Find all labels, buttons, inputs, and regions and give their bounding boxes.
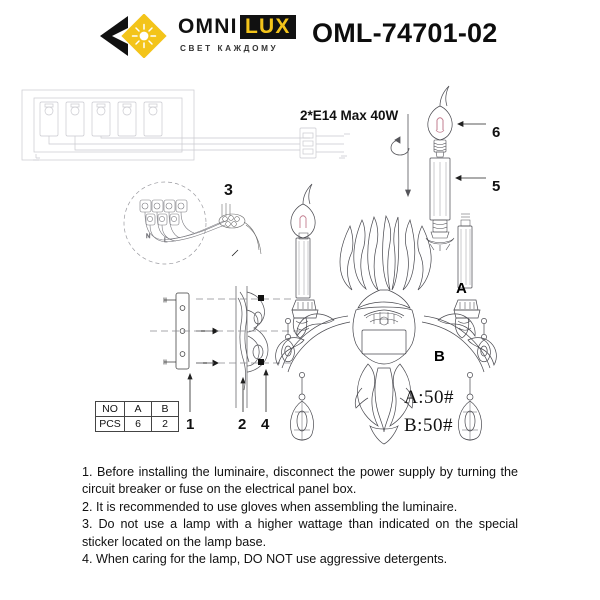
- table-cell: A: [124, 401, 152, 417]
- product-model-code: OML-74701-02: [312, 18, 498, 48]
- sconce-arm-left: [275, 183, 351, 373]
- table-cell: B: [151, 401, 179, 417]
- brand-wordmark: OMNI LUX СВЕТ КАЖДОМУ: [178, 15, 308, 59]
- svg-text:N: N: [146, 234, 150, 240]
- instruction-line-1: 1. Before installing the luminaire, disc…: [82, 465, 518, 497]
- wiring-detail: N L: [123, 181, 262, 265]
- table-row: PCS 6 2: [95, 416, 179, 432]
- instruction-line-4: 4. When caring for the lamp, DO NOT use …: [82, 552, 448, 567]
- callout-3: 3: [224, 182, 233, 199]
- table-cell: 2: [151, 416, 179, 432]
- wall-bracket-profile: [235, 286, 269, 408]
- page-header: OMNI LUX СВЕТ КАЖДОМУ OML-74701-02: [0, 0, 600, 78]
- alignment-markers: [258, 295, 264, 365]
- callout-5: 5: [492, 178, 501, 195]
- crystal-quantity-b: B:50#: [404, 415, 453, 436]
- electrical-panel-diagram: [21, 89, 350, 161]
- parts-table: NO A B PCS 6 2: [95, 401, 179, 432]
- sconce-backplate: [339, 215, 432, 445]
- crystal-label-b: B: [434, 348, 445, 365]
- brand-secondary-text: LUX: [240, 15, 296, 39]
- technical-drawing: N L: [0, 78, 600, 450]
- callout-4: 4: [261, 416, 270, 433]
- alignment-lines: [150, 298, 300, 364]
- svg-text:L: L: [164, 238, 168, 244]
- crystal-label-a: A: [456, 280, 467, 297]
- sconce-illustration: [275, 183, 497, 445]
- lamp-spec-label: 2*E14 Max 40W: [300, 108, 399, 123]
- omnilux-diamond-sunburst-logo: [100, 14, 167, 58]
- callout-6: 6: [492, 124, 501, 141]
- instruction-line-2: 2. It is recommended to use gloves when …: [82, 499, 458, 514]
- sconce-arm-right: [421, 213, 497, 373]
- instructions-block: 1. Before installing the luminaire, disc…: [82, 464, 518, 568]
- callout-leaders: [187, 249, 269, 412]
- callout-1: 1: [186, 416, 195, 433]
- crystal-quantity-a: A:50#: [404, 387, 454, 408]
- crystal-pendants: [281, 318, 491, 441]
- table-row: NO A B: [95, 401, 179, 417]
- table-cell: NO: [95, 401, 125, 417]
- brand-logo: OMNI LUX СВЕТ КАЖДОМУ: [98, 12, 298, 64]
- callout-2: 2: [238, 416, 247, 433]
- table-cell: PCS: [95, 416, 125, 432]
- instruction-line-3: 3. Do not use a lamp with a higher watta…: [82, 517, 518, 549]
- brand-primary-text: OMNI: [178, 15, 238, 38]
- brand-slogan: СВЕТ КАЖДОМУ: [180, 44, 279, 53]
- rotation-arrow-icon: [390, 114, 411, 198]
- bulb-exploded-view: [390, 85, 486, 251]
- drawing-canvas: N L: [21, 85, 497, 445]
- table-cell: 6: [124, 416, 152, 432]
